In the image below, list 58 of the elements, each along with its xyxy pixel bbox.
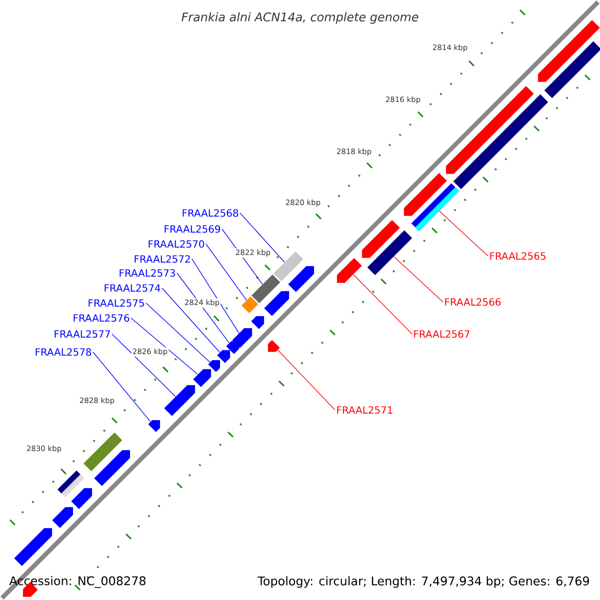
gene-feature <box>193 369 212 388</box>
gene-label: FRAAL2567 <box>414 330 470 338</box>
gene-label: FRAAL2572 <box>134 255 190 263</box>
gene-feature <box>241 296 258 314</box>
genome-summary-text: Topology: circular; Length: 7,497,934 bp; Genes: 6,769 <box>258 576 589 588</box>
gene-label: FRAAL2565 <box>490 252 546 260</box>
gene-label: FRAAL2569 <box>164 225 220 233</box>
gene-label: FRAAL2578 <box>36 348 92 356</box>
gene-feature <box>14 528 52 566</box>
leader-line <box>394 256 444 302</box>
gene-feature <box>57 470 84 498</box>
leader-line <box>162 288 220 353</box>
gene-feature <box>538 20 600 82</box>
gene-feature <box>273 251 304 282</box>
gene-feature <box>268 340 280 352</box>
leader-line <box>439 210 488 256</box>
gene-label: FRAAL2577 <box>54 330 110 338</box>
gene-feature <box>232 328 252 348</box>
gene-feature <box>208 360 220 372</box>
gene-feature <box>52 507 74 528</box>
gene-feature <box>288 266 314 292</box>
gene-feature <box>264 291 290 316</box>
gene-label: FRAAL2568 <box>182 209 238 217</box>
leader-line <box>176 272 230 344</box>
gene-feature <box>453 94 548 190</box>
gene-label: FRAAL2575 <box>88 299 144 307</box>
leader-line <box>146 302 210 363</box>
leader-line <box>130 318 198 375</box>
gene-feature <box>71 488 92 510</box>
gene-feature <box>148 420 160 432</box>
leader-line <box>206 244 247 301</box>
gene-feature <box>446 86 534 174</box>
gene-label: FRAAL2574 <box>104 284 160 292</box>
leader-line <box>112 334 176 397</box>
leader-line <box>240 212 285 262</box>
gene-feature <box>217 350 230 364</box>
gene-feature <box>226 341 240 354</box>
gene-label: FRAAL2576 <box>74 314 130 322</box>
gene-feature <box>251 274 280 304</box>
accession-text: Accession: NC_008278 <box>9 576 146 588</box>
gene-feature <box>94 450 130 486</box>
gene-feature <box>164 385 196 416</box>
gene-feature <box>367 230 412 276</box>
gene-label: FRAAL2566 <box>445 298 501 306</box>
gene-feature <box>336 258 362 283</box>
gene-label: FRAAL2570 <box>148 240 204 248</box>
leader-line <box>92 352 151 422</box>
gene-feature <box>544 41 600 98</box>
leader-line <box>353 274 412 334</box>
gene-feature <box>83 432 122 472</box>
leader-line <box>278 350 336 410</box>
gene-label: FRAAL2571 <box>337 406 392 414</box>
gene-feature <box>404 172 447 216</box>
gene-feature <box>251 316 264 330</box>
title: Frankia alni ACN14a, complete genome <box>182 12 418 24</box>
leader-line <box>192 258 240 334</box>
gene-label: FRAAL2573 <box>120 269 175 277</box>
gene-feature <box>362 220 400 258</box>
